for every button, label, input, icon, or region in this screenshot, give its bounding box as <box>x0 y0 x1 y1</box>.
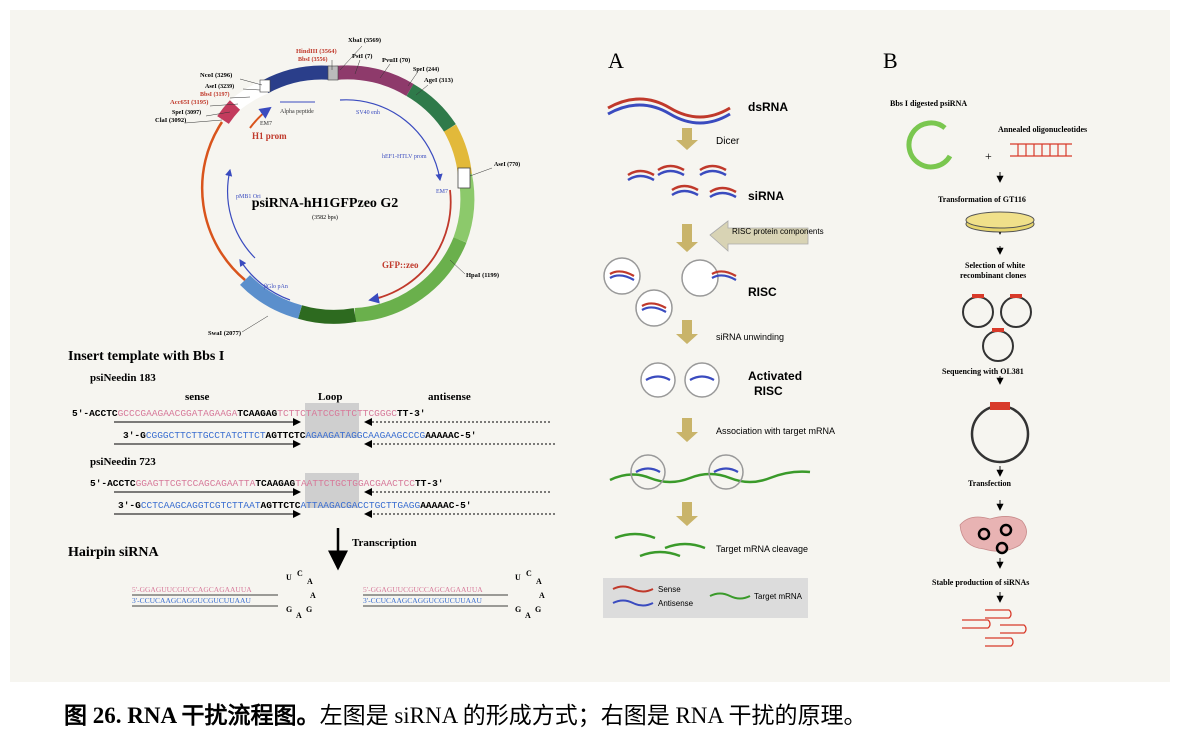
svg-text:G: G <box>306 605 312 614</box>
psineedin-183-label: psiNeedin 183 <box>90 372 156 384</box>
site-bbsi-3556: BbsI (3556) <box>298 56 328 63</box>
site-asei-3239: AseI (3239) <box>205 83 234 90</box>
transformation-label: Transformation of GT116 <box>938 195 1026 204</box>
svg-text:A: A <box>536 577 542 586</box>
svg-text:C: C <box>526 569 532 578</box>
feature-bglo: βGlo pAn <box>264 284 288 290</box>
sense-label: sense <box>185 391 210 403</box>
site-hpai: HpaI (1199) <box>466 272 499 279</box>
site-spei-3097: SpeI (3097) <box>172 109 201 116</box>
site-clai: ClaI (3092) <box>155 117 186 124</box>
feature-em7-left: EM7 <box>260 121 272 127</box>
loop-label: Loop <box>318 391 342 403</box>
sequencing-label: Sequencing with OL381 <box>942 367 1024 376</box>
dicer-label: Dicer <box>716 136 740 147</box>
feature-pmb1: pMB1 Ori <box>236 194 261 200</box>
hairpin-loops: U C A A G A G U C A A G A G <box>286 569 545 620</box>
insert-template: Insert template with Bbs I psiNeedin 183… <box>68 349 555 620</box>
feature-em7-right: EM7 <box>436 189 448 195</box>
site-psti: PstI (7) <box>352 53 372 60</box>
hairpin2-top: 5'-GGAGUUCGUCCAGCAGAAUUA <box>363 585 483 594</box>
svg-text:G: G <box>535 605 541 614</box>
transcription-label: Transcription <box>352 537 417 549</box>
antisense-label: antisense <box>428 391 471 403</box>
svg-text:A: A <box>539 591 545 600</box>
svg-text:G: G <box>286 605 292 614</box>
svg-text:A: A <box>296 611 302 620</box>
site-bbsi-3197: BbsI (3197) <box>200 91 230 98</box>
seq1-bottom-line: 3'-GCGGGCTTCTTGCCTATCTTCTAGTTCTCAGAAGATA… <box>123 430 477 441</box>
legend-panel-a <box>603 578 808 618</box>
svg-text:U: U <box>286 573 292 582</box>
annealed-label: Annealed oligonucleotides <box>998 125 1087 134</box>
plasmid-size: (3582 bps) <box>312 214 338 221</box>
seq2-top-line: 5'-ACCTCGGAGTTCGTCCAGCAGAATTATCAAGAGTAAT… <box>90 478 444 489</box>
transfection-label: Transfection <box>968 479 1012 488</box>
panel-a: A dsRNA Dicer siRNA RISC protein compone… <box>603 48 835 618</box>
sirna-label: siRNA <box>748 189 784 203</box>
plasmid-map: psiRNA-hH1GFPzeo G2 (3582 bps) XbaI (356… <box>155 37 520 337</box>
caption-rest: 左图是 siRNA 的形成方式；右图是 RNA 干扰的原理。 <box>319 703 867 728</box>
site-acc65i: Acc65I (3195) <box>170 99 208 106</box>
svg-text:A: A <box>307 577 313 586</box>
site-ncoi: NcoI (3296) <box>200 72 232 79</box>
seq2-bottom-line: 3'-GCCTCAAGCAGGTCGTCTTAATAGTTCTCATTAAGAC… <box>118 500 472 511</box>
rnai-figure: psiRNA-hH1GFPzeo G2 (3582 bps) XbaI (356… <box>10 10 1170 682</box>
plus-sign: + <box>985 149 992 163</box>
site-asei-770: AseI (770) <box>494 161 520 168</box>
activated-label: Activated <box>748 369 802 383</box>
feature-hef1: hEF1-HTLV prom <box>382 154 427 160</box>
site-swai: SwaI (2077) <box>208 330 241 337</box>
svg-text:A: A <box>310 591 316 600</box>
figure-canvas: psiRNA-hH1GFPzeo G2 (3582 bps) XbaI (356… <box>68 37 1087 647</box>
legend-sense: Sense <box>658 585 681 594</box>
site-pvuii: PvuII (70) <box>382 57 410 64</box>
flow-arrows-a <box>676 128 698 526</box>
plasmid-name: psiRNA-hH1GFPzeo G2 <box>252 196 399 211</box>
hairpin1-bottom: 3'-CCUCAAGCAGGUCGUCUUAAU <box>132 596 251 605</box>
risc-protein-label: RISC protein components <box>732 227 824 236</box>
unwinding-label: siRNA unwinding <box>716 332 784 342</box>
sirna-hairpins-icon <box>962 609 1027 647</box>
selection-line1: Selection of white <box>965 261 1025 270</box>
site-xbai: XbaI (3569) <box>348 37 381 44</box>
panel-b-letter: B <box>883 48 898 73</box>
legend-antisense: Antisense <box>658 599 694 608</box>
svg-text:G: G <box>515 605 521 614</box>
hairpin2-bottom: 3'-CCUCAAGCAGGUCGUCUUAAU <box>363 596 482 605</box>
activated-risc-label: RISC <box>754 384 783 398</box>
site-spei-244: SpeI (244) <box>413 66 439 73</box>
panel-b: B Bbs I digested psiRNA + Annealed oligo… <box>883 48 1087 647</box>
feature-alpha-peptide: Alpha peptide <box>280 109 314 115</box>
feature-sv40: SV40 enh <box>356 110 380 116</box>
psineedin-723-label: psiNeedin 723 <box>90 456 156 468</box>
dsrna-label: dsRNA <box>748 100 788 114</box>
cleavage-label: Target mRNA cleavage <box>716 544 808 554</box>
caption-lead: 图 26. RNA 干扰流程图。 <box>64 703 320 728</box>
legend-target: Target mRNA <box>754 592 803 601</box>
association-label: Association with target mRNA <box>716 426 835 436</box>
feature-h1-prom: H1 prom <box>252 131 287 141</box>
site-hindiii: HindIII (3564) <box>296 48 337 55</box>
hairpin-heading: Hairpin siRNA <box>68 545 160 560</box>
risc-label: RISC <box>748 285 777 299</box>
panel-a-letter: A <box>608 48 624 73</box>
seq1-top-line: 5'-ACCTCGCCCGAAGAACGGATAGAAGATCAAGAGTCTT… <box>72 408 426 419</box>
selection-line2: recombinant clones <box>960 271 1026 280</box>
svg-text:C: C <box>297 569 303 578</box>
svg-text:A: A <box>525 611 531 620</box>
insert-heading: Insert template with Bbs I <box>68 349 224 364</box>
hairpin1-top: 5'-GGAGUUCGUCCAGCAGAAUUA <box>132 585 252 594</box>
bbs-digested-label: Bbs I digested psiRNA <box>890 99 967 108</box>
feature-gfp-zeo: GFP::zeo <box>382 260 419 270</box>
svg-text:U: U <box>515 573 521 582</box>
site-agei: AgeI (313) <box>424 77 453 84</box>
figure-caption: 图 26. RNA 干扰流程图。左图是 siRNA 的形成方式；右图是 RNA … <box>64 696 1164 730</box>
stable-label: Stable production of siRNAs <box>932 578 1029 587</box>
